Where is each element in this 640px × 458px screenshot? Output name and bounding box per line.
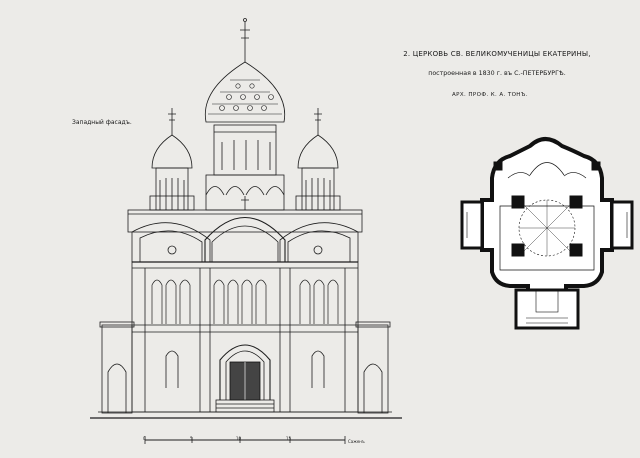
- architect-credit: АРХ. ПРОФ. К. А. ТОНЪ.: [452, 92, 528, 98]
- scale-unit-label: Саженъ: [348, 439, 365, 444]
- scale-tick-label: 10: [236, 436, 242, 441]
- facade-label: Западный фасадъ.: [72, 119, 132, 126]
- sheet-title: 2. ЦЕРКОВЬ СВ. ВЕЛИКОМУЧЕНИЦЫ ЕКАТЕРИНЫ,: [403, 50, 591, 58]
- sheet-subtitle: построенная в 1830 г. въ С.-ПЕТЕРБУРГѢ.: [428, 70, 566, 77]
- scale-tick-label: 15: [286, 436, 292, 441]
- scale-tick-label: 0: [143, 436, 146, 441]
- scale-tick-label: 5: [190, 436, 193, 441]
